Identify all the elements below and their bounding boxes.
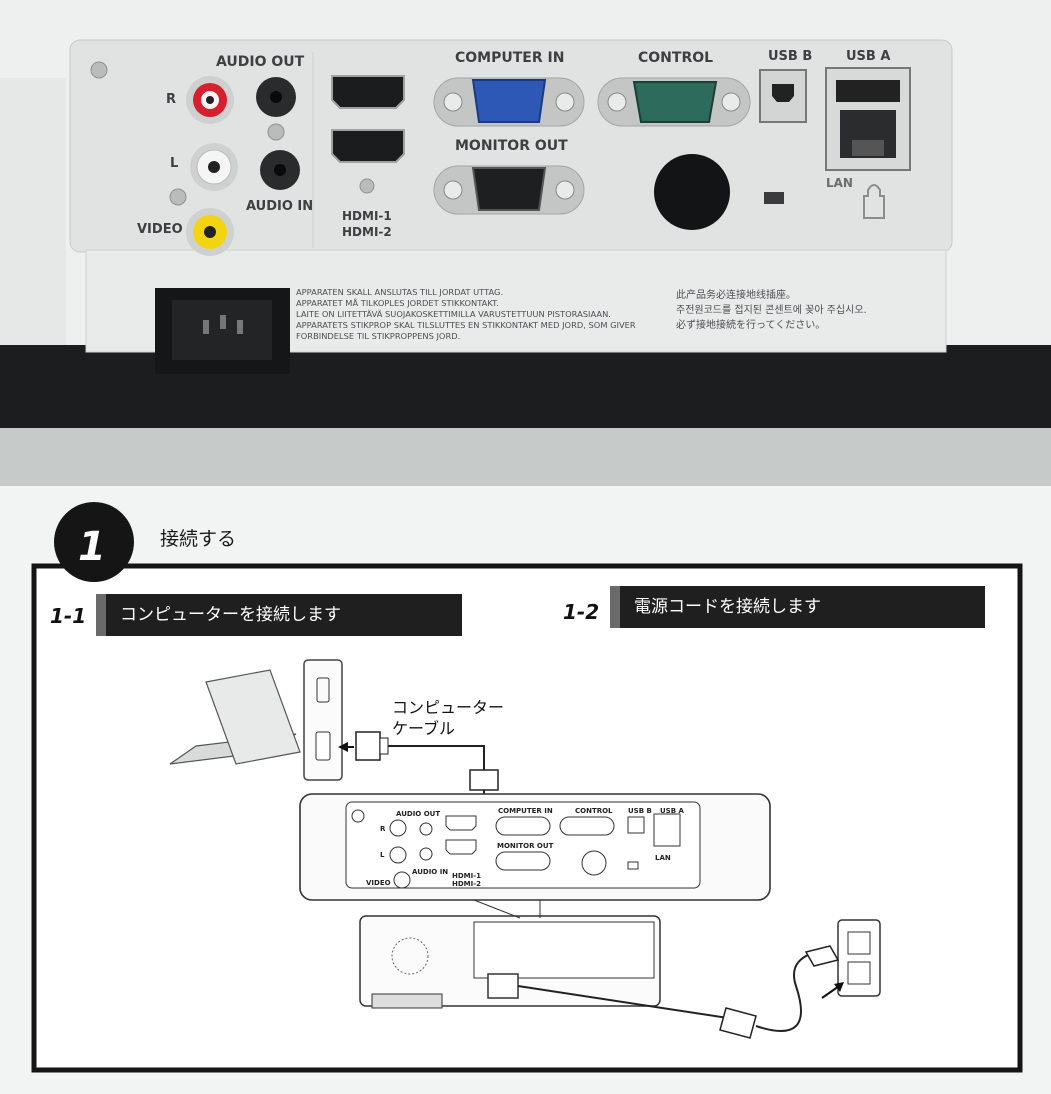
manual-page: 1 接続する 1-1 コンピューターを接続します 1-2 電源コードを接続します… bbox=[0, 486, 1051, 1094]
lan-label: LAN bbox=[826, 176, 853, 190]
monitor-out-label: MONITOR OUT bbox=[455, 138, 568, 154]
warning-nordic-line-4: APPARATETS STIKPROP SKAL TILSLUTTES EN S… bbox=[296, 320, 636, 330]
panel-hdmi2: HDMI-2 bbox=[452, 880, 482, 888]
panel-monitor-out: MONITOR OUT bbox=[497, 842, 554, 850]
warning-korean: 주전원코드를 접지된 콘센트에 꽂아 주십시오. bbox=[676, 305, 867, 316]
sub2-accent bbox=[610, 586, 620, 628]
sub1-bar: コンピューターを接続します bbox=[96, 594, 462, 636]
panel-control: CONTROL bbox=[575, 807, 613, 815]
panel-usb-a: USB A bbox=[660, 807, 684, 815]
audio-in-label: AUDIO IN bbox=[246, 199, 314, 214]
warning-nordic-line-5: FORBINDELSE TIL STIKPROPPENS JORD. bbox=[296, 331, 461, 341]
manual-frame-art bbox=[31, 502, 1023, 1073]
sub2-bar: 電源コードを接続します bbox=[610, 586, 985, 628]
cable-label-line2: ケーブル bbox=[392, 719, 456, 738]
hdmi1-label: HDMI-1 bbox=[342, 209, 392, 223]
sub2-title: 電源コードを接続します bbox=[634, 597, 821, 617]
control-label: CONTROL bbox=[638, 50, 714, 66]
panel-lan: LAN bbox=[655, 854, 671, 862]
sub1-number: 1-1 bbox=[50, 604, 87, 628]
sub2-number: 1-2 bbox=[563, 600, 600, 624]
projector-photo: AUDIO OUT R L VIDEO AUDIO IN HDMI-1 HDMI… bbox=[0, 0, 1051, 486]
panel-hdmi1: HDMI-1 bbox=[452, 872, 482, 880]
sub1-title: コンピューターを接続します bbox=[120, 605, 341, 625]
warning-nordic-line-2: APPARATET MÅ TILKOPLES JORDET STIKKONTAK… bbox=[296, 298, 499, 308]
panel-audio-out: AUDIO OUT bbox=[396, 810, 441, 818]
panel-video: VIDEO bbox=[366, 879, 391, 887]
warning-chinese: 此产品务必连接地线插座。 bbox=[676, 290, 796, 301]
usb-a-label: USB A bbox=[846, 49, 891, 64]
step-title: 接続する bbox=[160, 528, 237, 550]
audio-out-label: AUDIO OUT bbox=[216, 54, 305, 70]
projector-body-art bbox=[0, 0, 1051, 486]
sub1-accent bbox=[96, 594, 106, 636]
panel-r: R bbox=[380, 825, 386, 833]
panel-audio-in: AUDIO IN bbox=[412, 868, 449, 876]
usb-b-label: USB B bbox=[768, 49, 813, 64]
warning-japanese: 必ず接地接続を行ってください。 bbox=[676, 320, 826, 331]
hdmi2-label: HDMI-2 bbox=[342, 225, 392, 239]
panel-l: L bbox=[380, 851, 385, 859]
warning-nordic-line-1: APPARATEN SKALL ANSLUTAS TILL JORDAT UTT… bbox=[296, 287, 504, 297]
computer-in-label: COMPUTER IN bbox=[455, 50, 565, 66]
panel-usb-b: USB B bbox=[628, 807, 652, 815]
cable-label-line1: コンピューター bbox=[392, 698, 505, 717]
panel-computer-in: COMPUTER IN bbox=[498, 807, 553, 815]
warning-nordic-line-3: LAITE ON LIITETTÄVÄ SUOJAKOSKETTIMILLA V… bbox=[296, 309, 611, 319]
l-label: L bbox=[170, 156, 179, 171]
r-label: R bbox=[166, 92, 177, 107]
step-number: 1 bbox=[78, 524, 106, 570]
video-label: VIDEO bbox=[137, 222, 183, 237]
